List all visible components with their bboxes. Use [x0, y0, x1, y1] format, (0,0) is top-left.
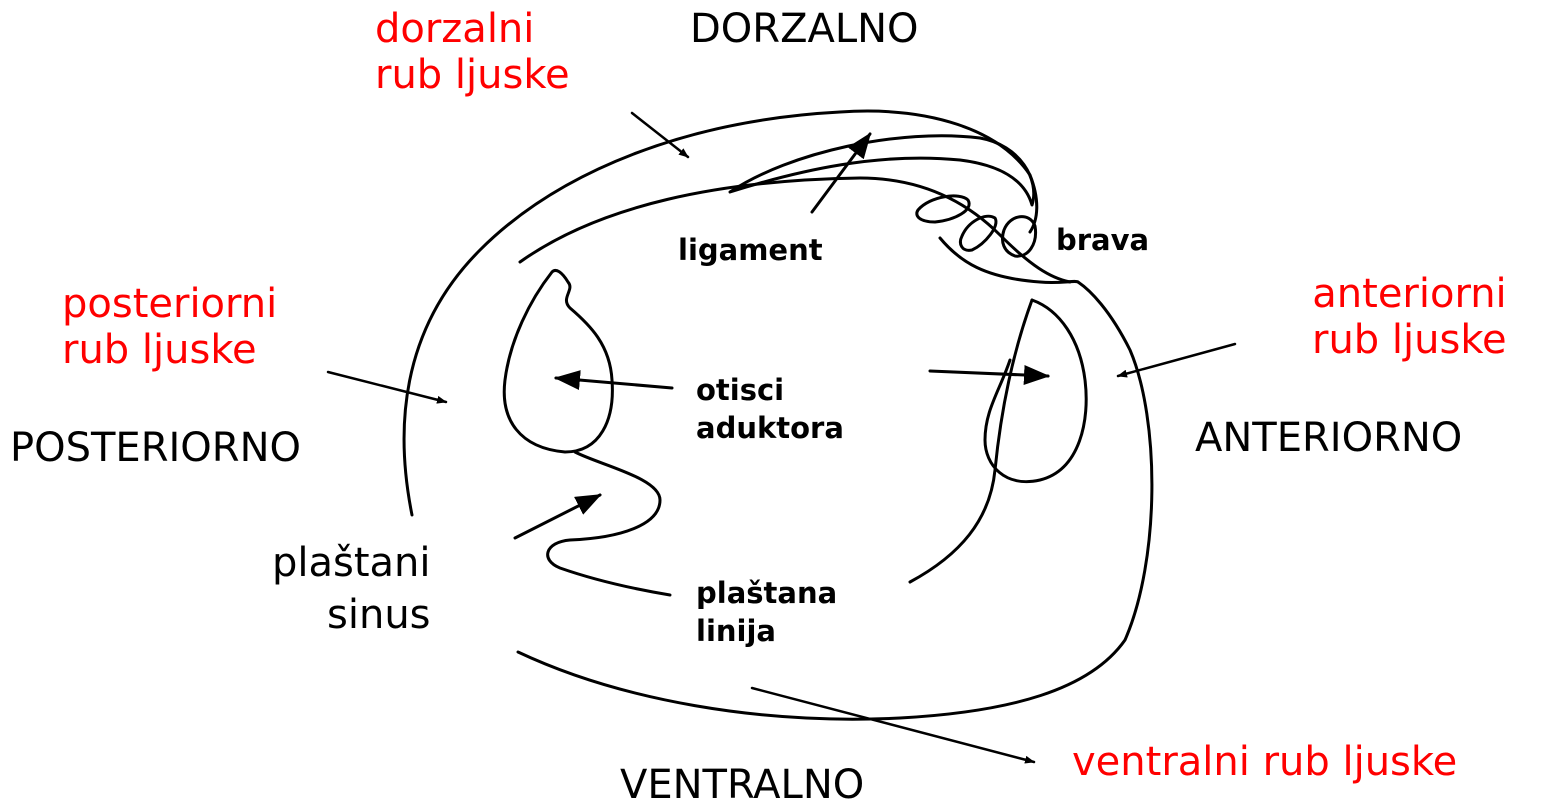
arrow-ventral-margin [750, 686, 1036, 764]
label-dorsal-margin-line1: dorzalni [375, 6, 535, 52]
label-dorsal: DORZALNO [690, 6, 919, 52]
label-pallial-sinus: plaštani sinus [272, 540, 431, 638]
inner-margin [518, 176, 1072, 284]
arrow-posterior-adductor [554, 370, 674, 391]
label-anterior-margin-line1: anteriorni [1312, 271, 1507, 317]
label-dorsal-margin: dorzalni rub ljuske [375, 6, 570, 98]
label-anterior-margin: anteriorni rub ljuske [1312, 271, 1507, 363]
arrow-ligament [810, 132, 872, 214]
hinge-tooth-2 [958, 214, 998, 252]
label-posterior-margin-line1: posteriorni [62, 281, 278, 327]
label-dorsal-margin-line2: rub ljuske [375, 52, 570, 98]
posterior-adductor-scar [502, 268, 614, 454]
label-posterior: POSTERIORNO [10, 425, 301, 471]
label-adductor-scars-line2: aduktora [696, 410, 844, 445]
hinge-plate [938, 236, 1080, 285]
arrow-dorsal-margin [630, 111, 690, 159]
label-ventral: VENTRALNO [620, 762, 865, 808]
label-hinge: brava [1056, 223, 1150, 257]
label-pallial-line-line2: linija [696, 613, 776, 648]
anterior-adductor-scar [983, 298, 1088, 483]
shell-outline [402, 109, 1039, 517]
label-pallial-line: plaštana linija [696, 575, 837, 650]
label-pallial-line-line1: plaštana [696, 576, 838, 610]
hinge-tooth-1 [915, 194, 971, 224]
arrow-anterior-margin [1116, 342, 1237, 378]
label-pallial-sinus-line2: sinus [327, 592, 431, 638]
label-posterior-margin-line2: rub ljuske [62, 327, 257, 373]
label-adductor-scars-line1: otisci [696, 373, 785, 407]
pallial-line [908, 298, 1034, 584]
label-ventral-margin: ventralni rub ljuske [1072, 739, 1458, 785]
label-pallial-sinus-line1: plaštani [272, 540, 431, 586]
hinge-tooth-3 [1000, 215, 1038, 258]
label-ligament: ligament [678, 233, 823, 267]
pallial-sinus-line [546, 450, 672, 597]
label-posterior-margin: posteriorni rub ljuske [62, 281, 277, 373]
arrow-pallial-sinus [513, 493, 602, 540]
label-anterior: ANTERIORNO [1195, 415, 1463, 461]
shell-outline-ventral [516, 280, 1154, 721]
label-adductor-scars: otisci aduktora [696, 372, 844, 447]
arrow-posterior-margin [326, 370, 448, 404]
label-anterior-margin-line2: rub ljuske [1312, 317, 1507, 363]
arrow-anterior-adductor [928, 364, 1050, 385]
ligament-shape [728, 134, 1036, 207]
